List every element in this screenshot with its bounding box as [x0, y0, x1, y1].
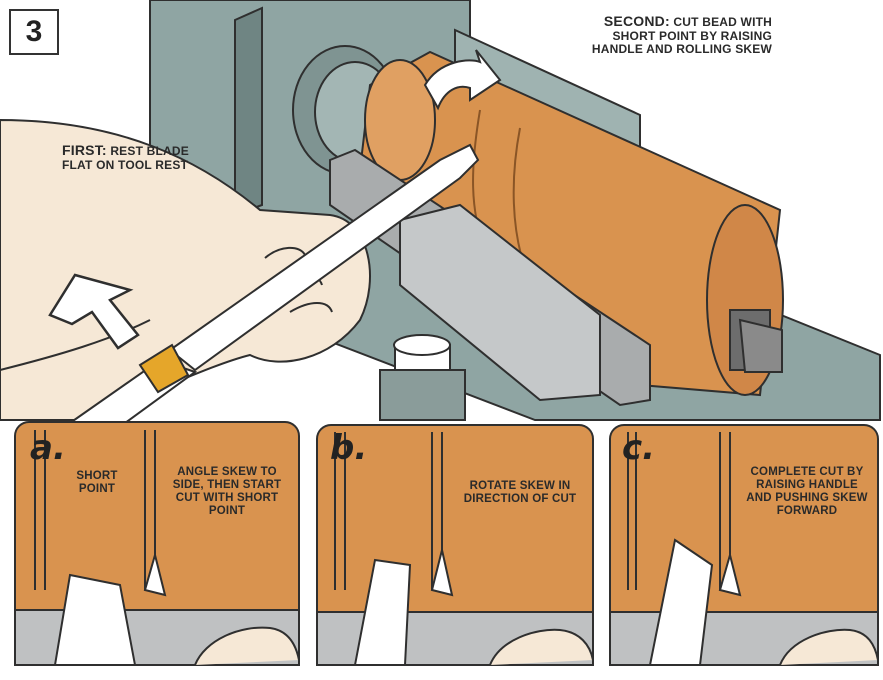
panel-a-pointer-label: SHORT POINT — [62, 470, 132, 496]
first-heading: FIRST: — [62, 142, 107, 158]
inset-panels — [15, 422, 878, 665]
first-callout: FIRST: REST BLADE FLAT ON TOOL REST — [62, 143, 202, 172]
panel-b-letter: b. — [330, 428, 367, 468]
panel-a-text: ANGLE SKEW TO SIDE, THEN START CUT WITH … — [163, 466, 291, 518]
second-heading: SECOND: — [604, 13, 670, 29]
panel-a-letter: a. — [30, 428, 66, 468]
panel-c-text: COMPLETE CUT BY RAISING HANDLE AND PUSHI… — [742, 466, 872, 518]
step-number-badge: 3 — [9, 9, 59, 55]
panel-b-text: ROTATE SKEW IN DIRECTION OF CUT — [455, 480, 585, 506]
second-callout: SECOND: CUT BEAD WITH SHORT POINT BY RAI… — [572, 14, 772, 57]
panel-c-letter: c. — [622, 428, 655, 468]
